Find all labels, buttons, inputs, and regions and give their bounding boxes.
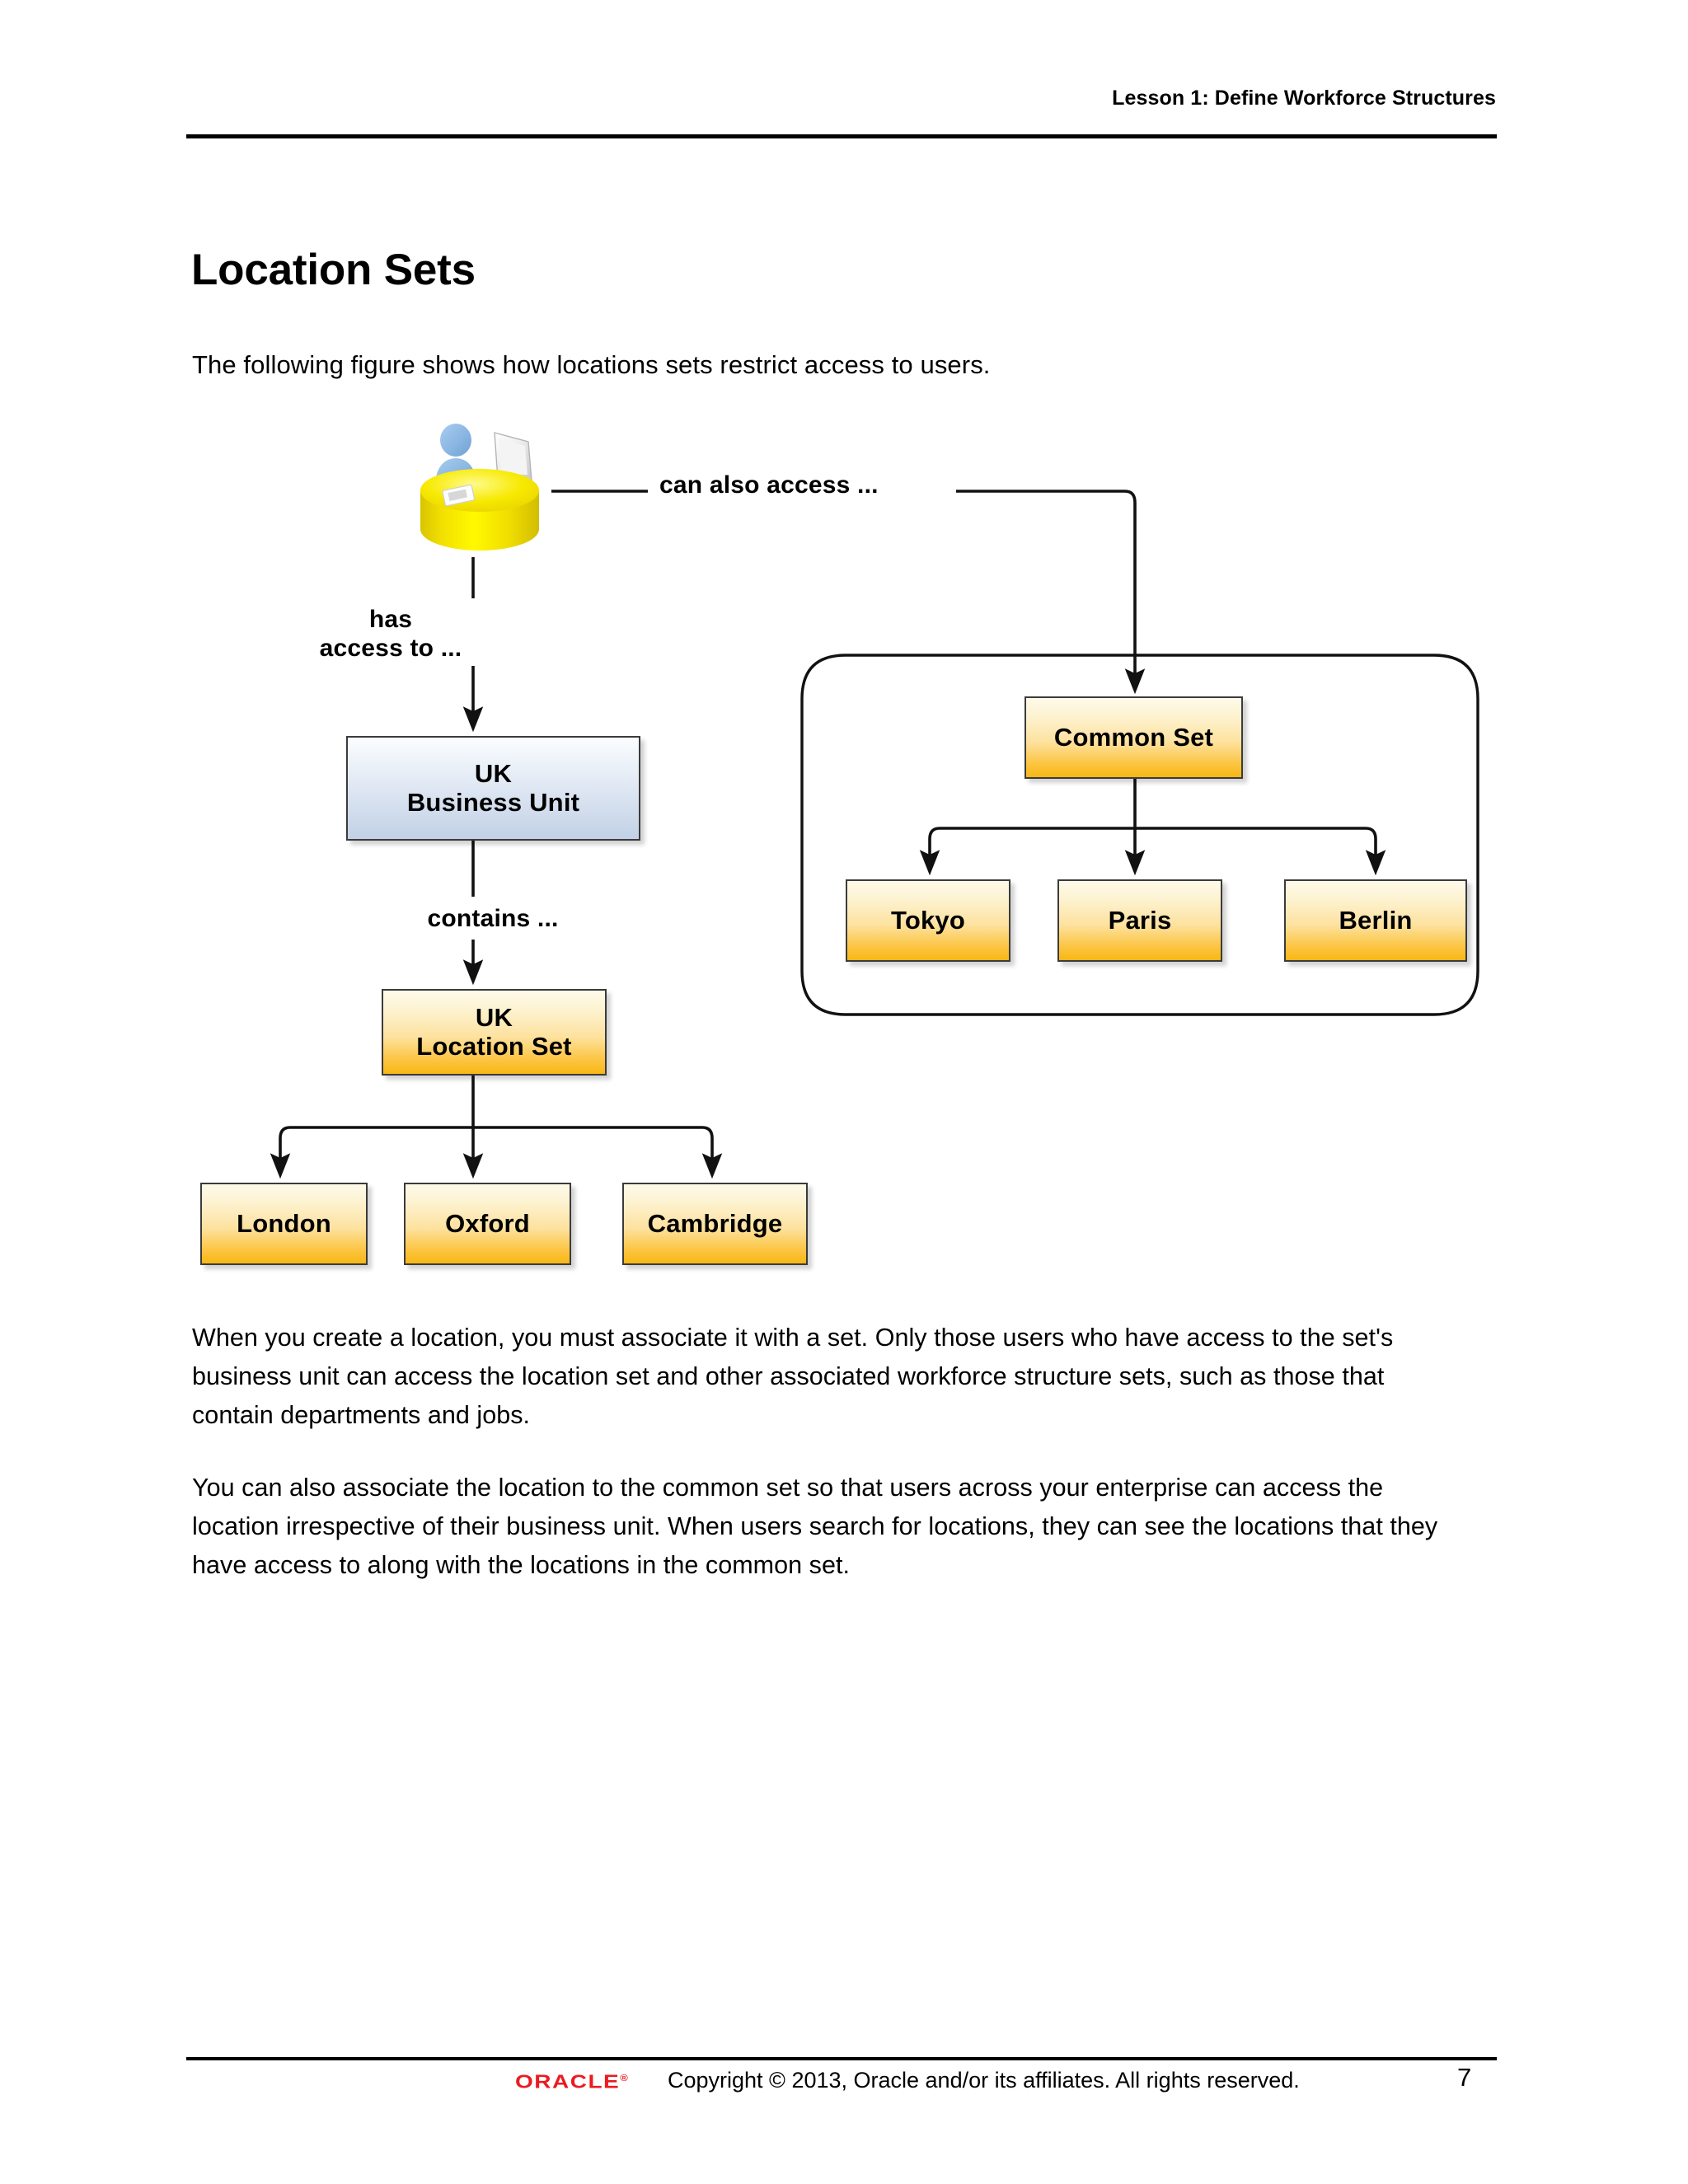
body-paragraph-2: You can also associate the location to t…: [192, 1474, 1438, 1579]
diagram-node-london: London: [200, 1183, 368, 1265]
body-paragraph-1: When you create a location, you must ass…: [192, 1324, 1394, 1429]
node-label-line2: Location Set: [416, 1031, 572, 1061]
user-at-desk-icon: [409, 422, 551, 558]
running-header-title: Lesson 1: Define Workforce Structures: [1112, 87, 1496, 110]
header-divider: [186, 134, 1497, 138]
diagram-node-oxford: Oxford: [404, 1183, 571, 1265]
edge-label-contains: contains ...: [427, 905, 559, 932]
edge-label-has-access-to-line1: has: [368, 606, 413, 633]
diagram-node-uk-location-set: UK Location Set: [382, 989, 607, 1076]
diagram-node-common-set: Common Set: [1025, 696, 1243, 779]
diagram-node-tokyo: Tokyo: [846, 879, 1010, 962]
node-label-line1: UK: [475, 1002, 513, 1032]
page-title: Location Sets: [191, 246, 476, 294]
footer-divider: [186, 2057, 1497, 2060]
page-number: 7: [1457, 2063, 1472, 2092]
oracle-logo: ORACLE®: [515, 2070, 630, 2093]
edge-label-can-also-access: can also access ...: [659, 471, 879, 499]
diagram-node-uk-business-unit: UK Business Unit: [346, 736, 640, 841]
copyright-notice: Copyright © 2013, Oracle and/or its affi…: [668, 2068, 1300, 2093]
node-label-line2: Business Unit: [406, 787, 580, 817]
oracle-logo-text: ORACLE: [515, 2070, 621, 2093]
intro-paragraph: The following figure shows how locations…: [192, 350, 991, 379]
edge-label-has-access-to-line2: access to ...: [319, 634, 462, 662]
diagram-node-berlin: Berlin: [1284, 879, 1467, 962]
diagram-node-paris: Paris: [1057, 879, 1222, 962]
node-label-line1: UK: [474, 758, 513, 788]
edge-label-has-access-to: has access to ...: [320, 606, 462, 663]
diagram-node-cambridge: Cambridge: [622, 1183, 808, 1265]
